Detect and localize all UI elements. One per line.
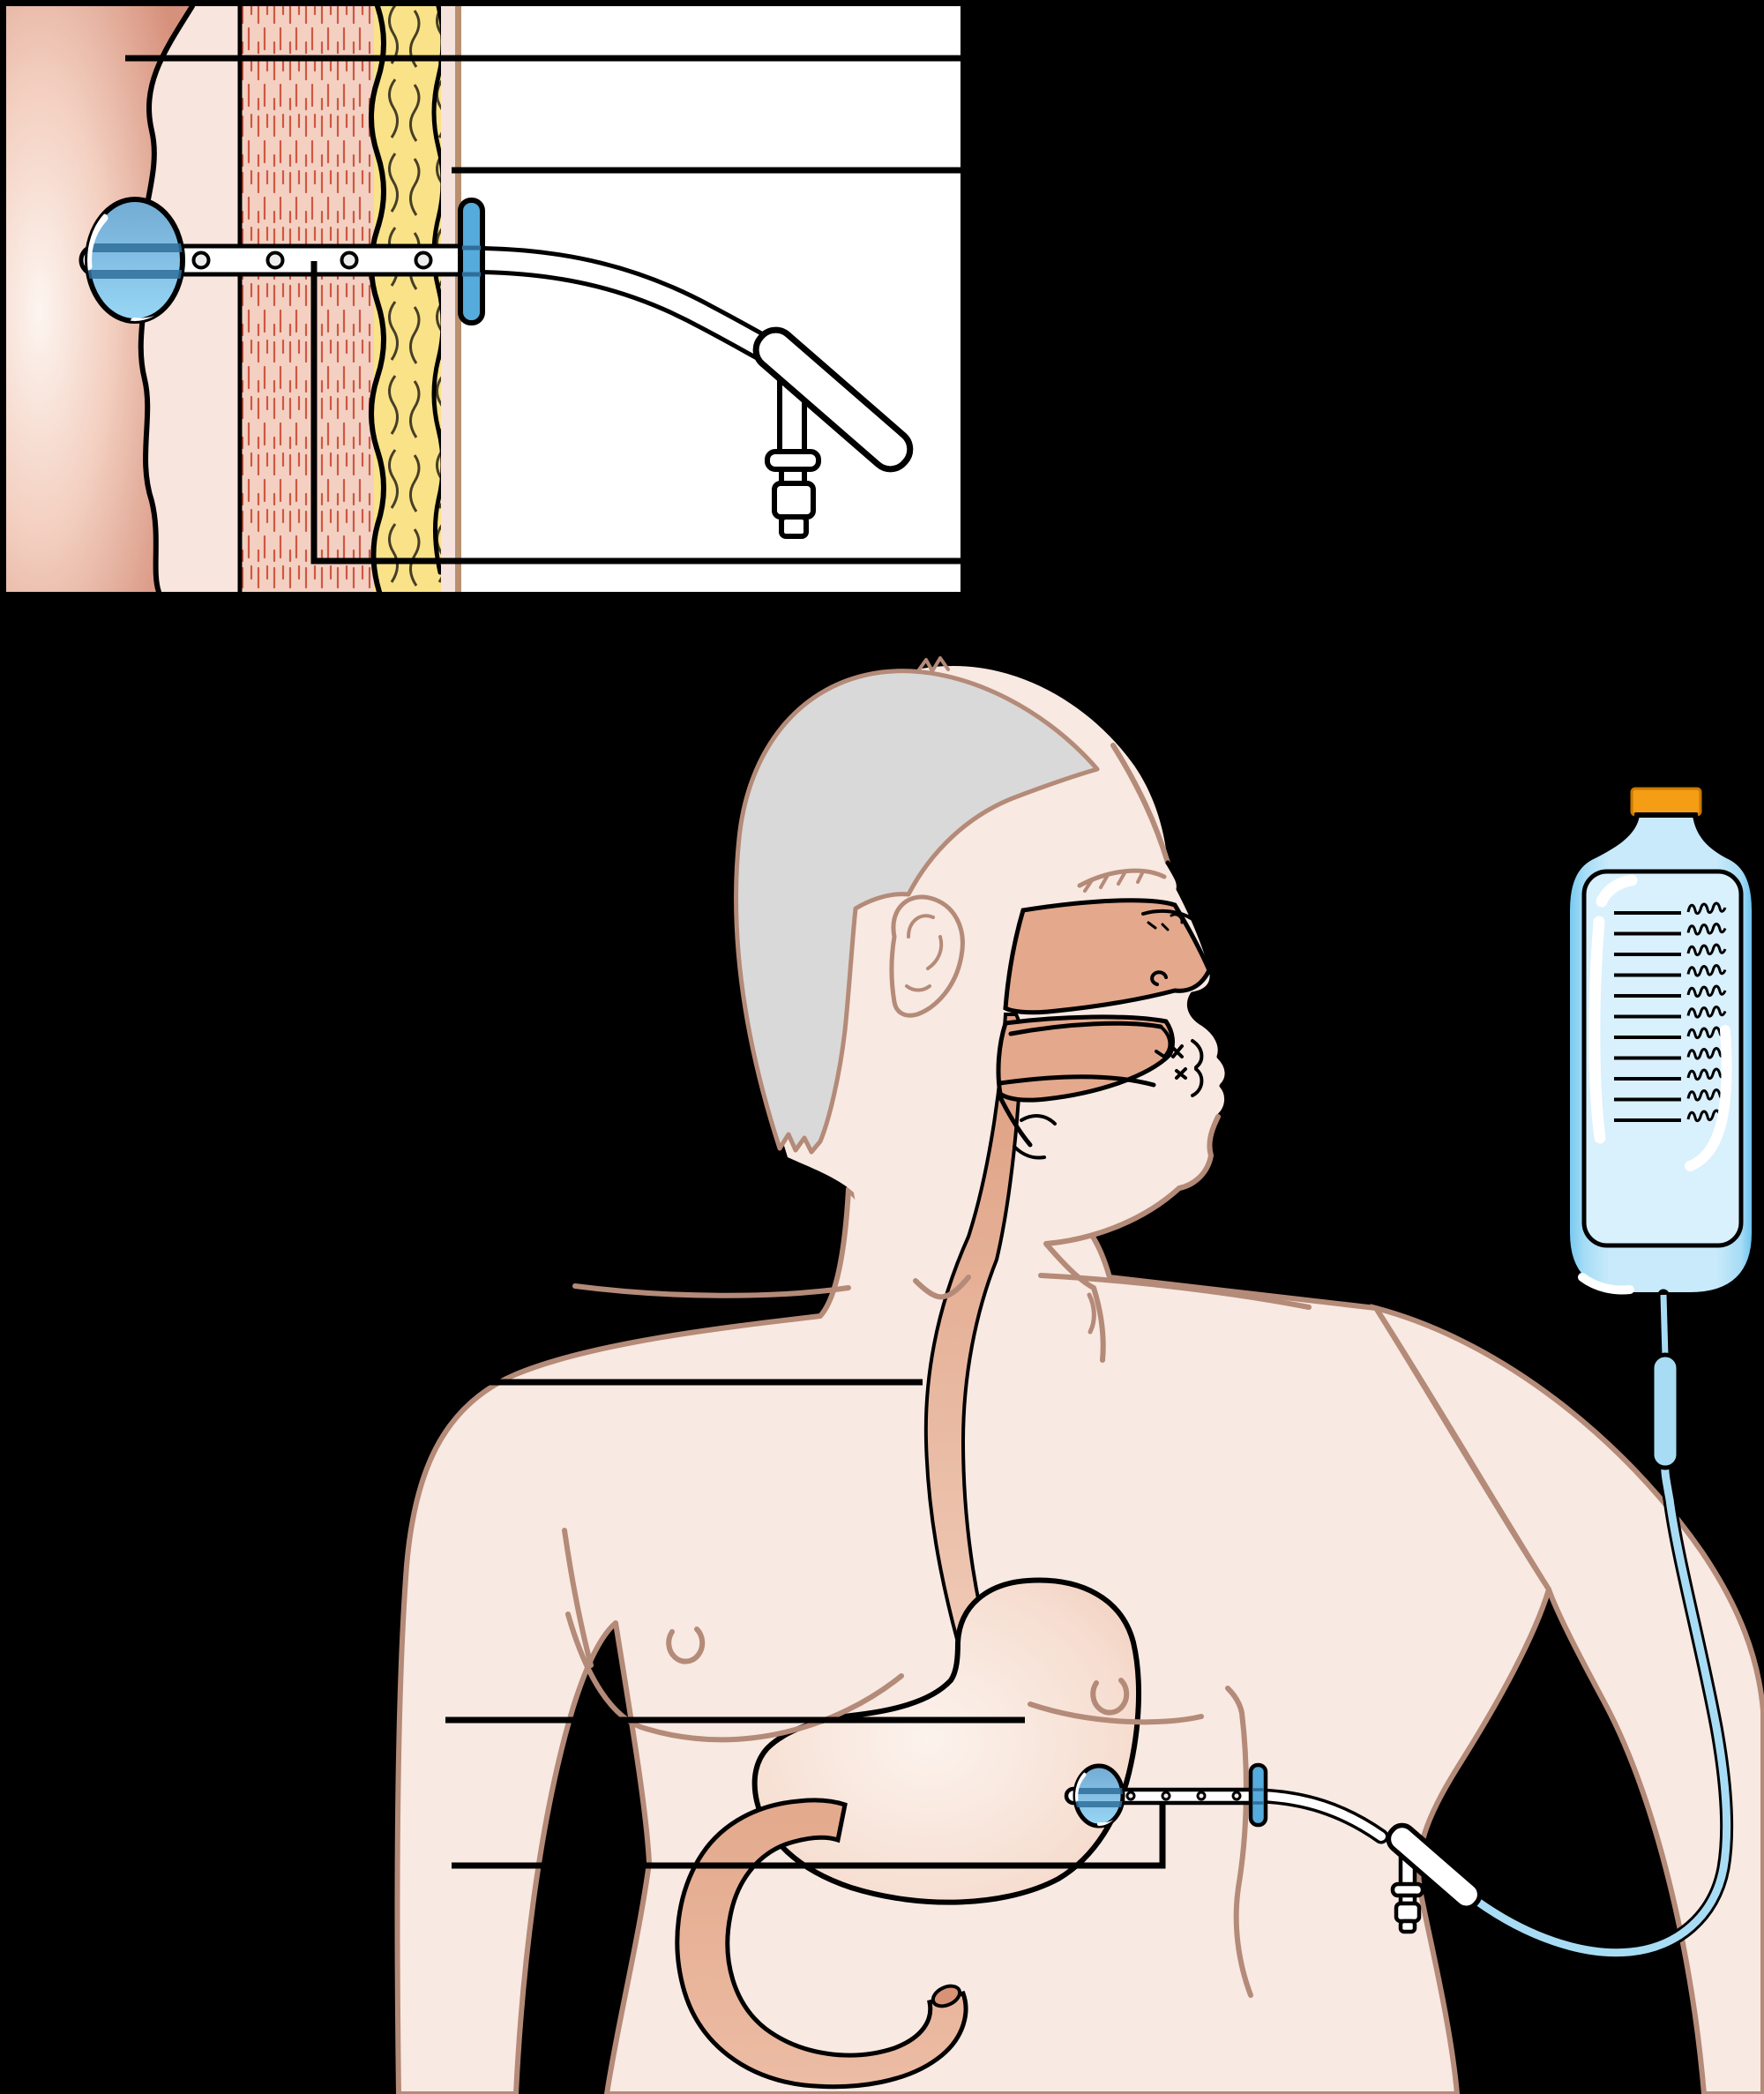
mouth-floor-line	[998, 1095, 1033, 1148]
duodenum-cut-end	[931, 1984, 962, 2008]
sternal-notch	[913, 1275, 971, 1300]
inset-panel	[0, 0, 968, 599]
pec-line-right	[1028, 1701, 1204, 1725]
armpit-crease-left	[562, 1528, 649, 1731]
hair	[734, 669, 1100, 1155]
connector-barrel	[1386, 1822, 1483, 1911]
inset-leader-tube	[310, 261, 960, 565]
main-leader-lines	[445, 1379, 1166, 1869]
throat-contour	[1087, 1292, 1096, 1335]
inset-tube-holes	[191, 251, 433, 270]
feeding-set	[1386, 787, 1757, 1960]
stomach-cutaway	[751, 1577, 1141, 1905]
inset-external-bumper	[458, 198, 485, 325]
inset-tube-hole-3	[340, 251, 359, 270]
duodenum-cutaway	[675, 1798, 968, 2090]
gtube-holes	[1125, 1791, 1242, 1801]
bottle-cap	[1630, 787, 1702, 817]
gtube-balloon	[1073, 1763, 1125, 1829]
muscle-hatch-texture	[240, 6, 374, 592]
bottle-highlights	[1578, 874, 1732, 1295]
uvula-squiggle	[1155, 1025, 1172, 1058]
bottle-graduations	[1614, 901, 1727, 1123]
side-port-tip	[779, 514, 809, 539]
nipple-left	[666, 1627, 706, 1664]
inset-connector	[752, 326, 914, 473]
gtube-bumper	[1248, 1762, 1268, 1828]
inset-tube-hole-1	[191, 251, 211, 270]
drip-chamber	[1649, 1352, 1681, 1470]
chest-contours	[562, 1273, 1312, 1998]
closed-eye	[1141, 909, 1194, 931]
gastrostomy-tube	[1064, 1762, 1389, 1844]
pec-line-left	[644, 1673, 904, 1743]
tube-curve	[474, 251, 779, 361]
eyebrow	[1077, 868, 1167, 893]
inset-leader-lines	[125, 55, 960, 174]
epiglottis-detail	[1013, 1114, 1057, 1160]
inset-tube-hole-2	[265, 251, 285, 270]
nose-lips-contour	[1165, 860, 1230, 1119]
gtube-hole-3	[1196, 1791, 1207, 1801]
inset-tube-hole-4	[414, 251, 433, 270]
feed-bottle	[1565, 787, 1757, 1298]
fat-left-edge	[369, 6, 386, 592]
patient-figure	[394, 656, 1764, 2094]
abdomen-line-right	[1225, 1686, 1253, 1998]
gtube-side-port	[1390, 1839, 1425, 1934]
gtube-hole-2	[1161, 1791, 1171, 1801]
hair-tuft	[916, 656, 950, 674]
ear	[889, 894, 965, 1018]
clavicle-left	[572, 1283, 851, 1298]
leader-gastrostomy	[452, 1803, 1166, 1869]
side-port-plug	[772, 481, 816, 520]
bottle-outlet-tube	[1660, 1294, 1669, 1357]
gtube-hole-1	[1125, 1791, 1136, 1801]
gtube-connector	[1386, 1822, 1483, 1911]
skin-layer	[441, 6, 455, 592]
clavicle-right	[1038, 1273, 1312, 1310]
palate-line	[1008, 1021, 1163, 1036]
inset-feeding-tube	[78, 197, 914, 539]
gtube-curve	[1257, 1791, 1386, 1841]
nipple-right	[1090, 1678, 1130, 1716]
side-port-tip	[1398, 1918, 1417, 1934]
tongue-line	[998, 1074, 1156, 1088]
gtube-hole-4	[1231, 1791, 1242, 1801]
feed-tube	[1469, 1460, 1731, 1957]
forehead-contour	[1110, 743, 1170, 865]
nostril-curl	[1150, 970, 1168, 986]
lips-cutaway-detail	[1171, 1039, 1204, 1097]
connector-barrel	[752, 326, 914, 473]
inset-leader-bracket	[310, 261, 960, 565]
side-port-plug	[1394, 1901, 1422, 1924]
chin-jaw-neck-contour	[1043, 1114, 1221, 1363]
